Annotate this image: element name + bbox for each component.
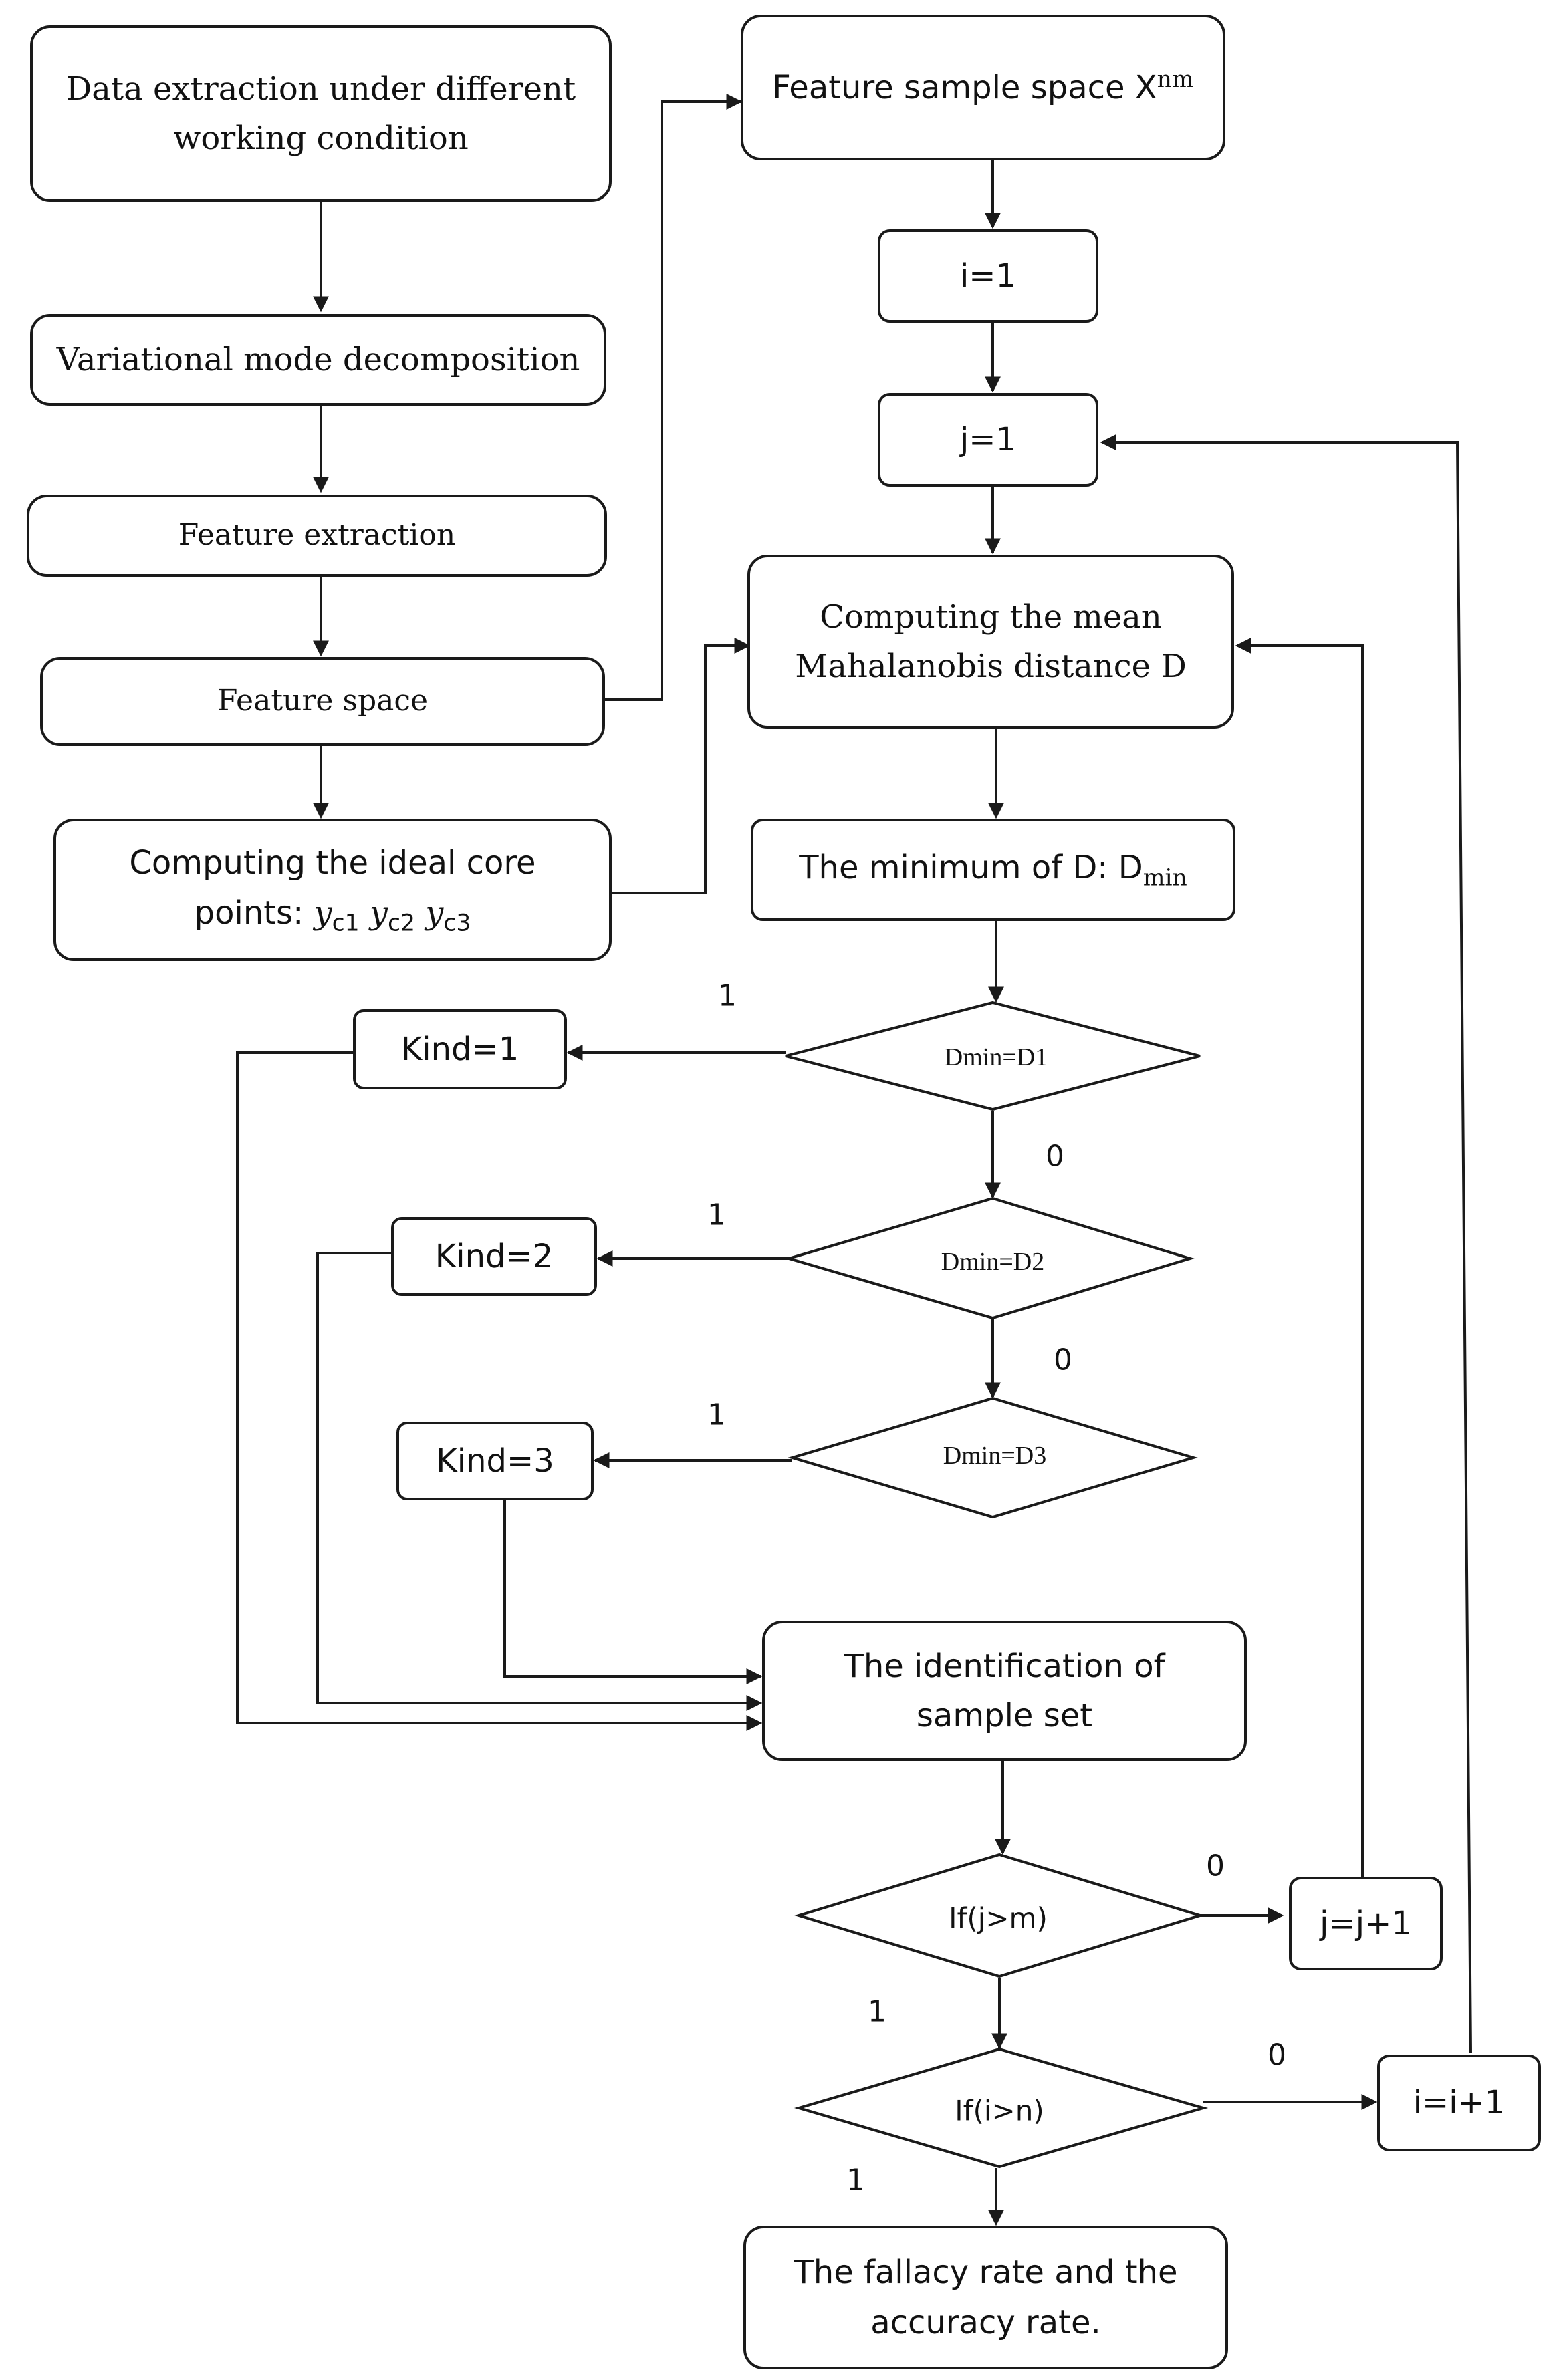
edge-space-to-sample-space [605,94,743,701]
edge-kind1-to-identification [236,1051,763,1731]
edge-label-in-yes: 1 [846,2163,865,2198]
edge-label-d2-no: 0 [1054,1343,1072,1377]
edge-ideal-core-to-mean-distance [612,638,751,894]
feature-space-box: Feature space [40,657,605,746]
feature-extraction-box: Feature extraction [27,495,607,577]
decision-d1-label: Dmin=D1 [944,1043,1048,1071]
edge-label-d2-yes: 1 [707,1198,726,1232]
edge-label-d3-yes: 1 [707,1398,726,1432]
ideal-core-points-label: Computing the ideal core points: yc1 yc2… [129,844,536,937]
decision-diamond-jm [794,1853,1205,1978]
edge-label-jm-no: 0 [1206,1849,1225,1883]
kind1-box: Kind=1 [353,1009,567,1089]
edge-label-jm-yes: 1 [868,1994,886,2029]
edge-jinc-to-mean [1235,638,1364,1877]
minimum-d-label: The minimum of D: Dmin [799,849,1187,892]
decision-diamond-in [794,2047,1209,2169]
edge-label-d1-no: 0 [1046,1139,1064,1174]
decision-d2-label: Dmin=D2 [941,1248,1045,1276]
edge-kind3-to-identification [503,1500,763,1684]
mean-distance-box: Computing the mean Mahalanobis distance … [747,555,1234,729]
kind3-box: Kind=3 [396,1422,594,1500]
decision-diamond-d2 [784,1196,1195,1320]
decision-jm-label: If(j>m) [949,1901,1048,1935]
data-extraction-box: Data extraction under different working … [30,25,612,202]
minimum-d-box: The minimum of D: Dmin [751,819,1235,921]
i-increment-box: i=i+1 [1377,2055,1541,2151]
decision-in-label: If(i>n) [955,2094,1044,2127]
feature-sample-space-label: Feature sample space Xnm [772,66,1194,107]
edge-kind2-to-identification [316,1252,763,1711]
edge-iinc-to-j [1100,434,1472,2054]
edge-label-d1-yes: 1 [718,978,737,1013]
j-init-box: j=1 [878,393,1098,487]
decision-diamond-d1 [785,1001,1201,1111]
identification-box: The identification of sample set [762,1621,1247,1761]
j-increment-box: j=j+1 [1289,1877,1443,1970]
feature-sample-space-box: Feature sample space Xnm [741,15,1225,160]
result-box: The fallacy rate and the accuracy rate. [743,2226,1228,2369]
vmd-box: Variational mode decomposition [30,314,606,406]
edge-label-in-no: 0 [1268,2038,1286,2073]
decision-d3-label: Dmin=D3 [943,1442,1047,1470]
decision-diamond-d3 [787,1396,1199,1519]
ideal-core-points-box: Computing the ideal core points: yc1 yc2… [53,819,612,961]
i-init-box: i=1 [878,229,1098,323]
kind2-box: Kind=2 [391,1217,597,1296]
